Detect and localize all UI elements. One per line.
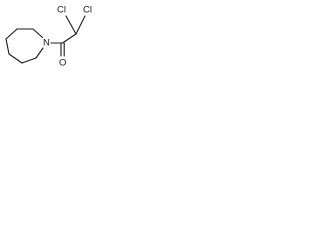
- ring-bond-c2-c3: [5, 28, 18, 40]
- azepane-ring: [5, 28, 44, 64]
- bond-c-cl-left: [65, 15, 77, 35]
- ring-bond-n-c1: [32, 28, 44, 39]
- nitrogen-atom-label: N: [43, 38, 50, 49]
- chemical-structure: N O Cl Cl: [5, 5, 92, 69]
- chlorine-right-atom-label: Cl: [83, 5, 92, 16]
- ring-bond-c3-c4: [5, 38, 10, 55]
- bond-c-cl-right: [75, 15, 86, 35]
- carbonyl-double-bond: [60, 42, 65, 57]
- chlorine-left-atom-label: Cl: [57, 5, 66, 16]
- oxygen-atom-label: O: [59, 58, 66, 69]
- ring-bond-c5-c6: [21, 57, 37, 64]
- bond-carbonyl-chcl2: [61, 33, 77, 44]
- ring-bond-c6-n: [35, 47, 44, 59]
- ring-bond-c4-c5: [8, 53, 23, 64]
